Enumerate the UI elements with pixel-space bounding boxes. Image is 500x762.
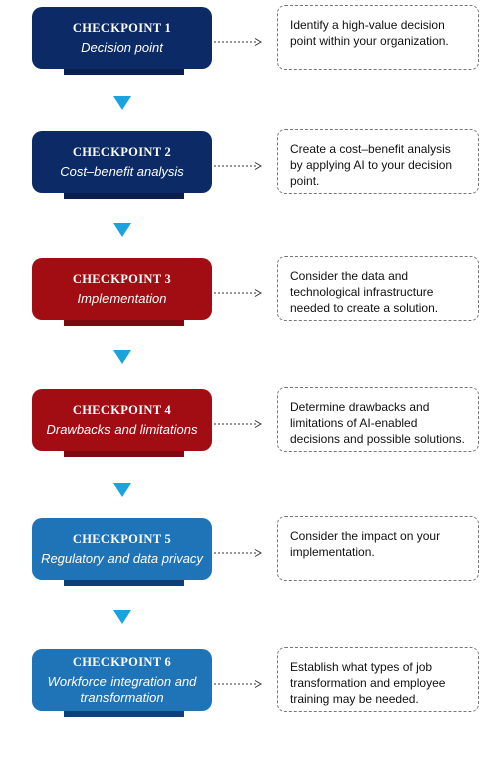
checkpoint-subtitle: Implementation (77, 290, 167, 306)
checkpoint-shadow (64, 69, 184, 75)
checkpoint-box: CHECKPOINT 4 Drawbacks and limitations (32, 389, 212, 451)
down-arrow-icon (113, 96, 131, 110)
checkpoint-title: CHECKPOINT 3 (72, 271, 172, 286)
checkpoint-shadow (64, 320, 184, 326)
dashed-arrow-connector (214, 38, 262, 46)
checkpoint-title: CHECKPOINT 5 (72, 531, 172, 546)
checkpoint-description: Consider the data and technological infr… (277, 256, 479, 321)
checkpoint-subtitle: Decision point (81, 39, 163, 55)
down-arrow-icon (113, 223, 131, 237)
checkpoint-title: CHECKPOINT 2 (72, 144, 172, 159)
checkpoint-box: CHECKPOINT 2 Cost–benefit analysis (32, 131, 212, 193)
checkpoint-shadow (64, 580, 184, 586)
dashed-arrow-connector (214, 162, 262, 170)
checkpoint-subtitle: Regulatory and data privacy (41, 550, 203, 566)
checkpoint-title: CHECKPOINT 1 (72, 20, 172, 35)
checkpoint-step-5: CHECKPOINT 5 Regulatory and data privacy… (0, 511, 500, 631)
checkpoint-subtitle: Cost–benefit analysis (60, 163, 184, 179)
checkpoint-shadow (64, 711, 184, 717)
checkpoint-step-6: CHECKPOINT 6 Workforce integration and t… (0, 642, 500, 762)
checkpoint-description: Establish what types of job transformati… (277, 647, 479, 712)
dashed-arrow-connector (214, 289, 262, 297)
checkpoint-box: CHECKPOINT 6 Workforce integration and t… (32, 649, 212, 711)
checkpoint-step-1: CHECKPOINT 1 Decision point Identify a h… (0, 0, 500, 120)
checkpoint-title: CHECKPOINT 6 (72, 654, 172, 669)
checkpoint-step-2: CHECKPOINT 2 Cost–benefit analysis Creat… (0, 124, 500, 244)
checkpoint-description: Create a cost–benefit analysis by applyi… (277, 129, 479, 194)
checkpoint-shadow (64, 451, 184, 457)
down-arrow-icon (113, 610, 131, 624)
dashed-arrow-connector (214, 549, 262, 557)
checkpoint-box: CHECKPOINT 3 Implementation (32, 258, 212, 320)
down-arrow-icon (113, 483, 131, 497)
dashed-arrow-connector (214, 680, 262, 688)
checkpoint-box: CHECKPOINT 1 Decision point (32, 7, 212, 69)
dashed-arrow-connector (214, 420, 262, 428)
checkpoint-description: Determine drawbacks and limitations of A… (277, 387, 479, 452)
checkpoint-title: CHECKPOINT 4 (72, 402, 172, 417)
checkpoint-subtitle: Drawbacks and limitations (46, 421, 198, 437)
checkpoint-subtitle: Workforce integration and transformation (47, 673, 197, 705)
checkpoint-box: CHECKPOINT 5 Regulatory and data privacy (32, 518, 212, 580)
checkpoint-description: Identify a high-value decision point wit… (277, 5, 479, 70)
checkpoint-shadow (64, 193, 184, 199)
checkpoint-step-3: CHECKPOINT 3 Implementation Consider the… (0, 251, 500, 371)
down-arrow-icon (113, 350, 131, 364)
checkpoint-description: Consider the impact on your implementati… (277, 516, 479, 581)
checkpoint-step-4: CHECKPOINT 4 Drawbacks and limitations D… (0, 382, 500, 502)
